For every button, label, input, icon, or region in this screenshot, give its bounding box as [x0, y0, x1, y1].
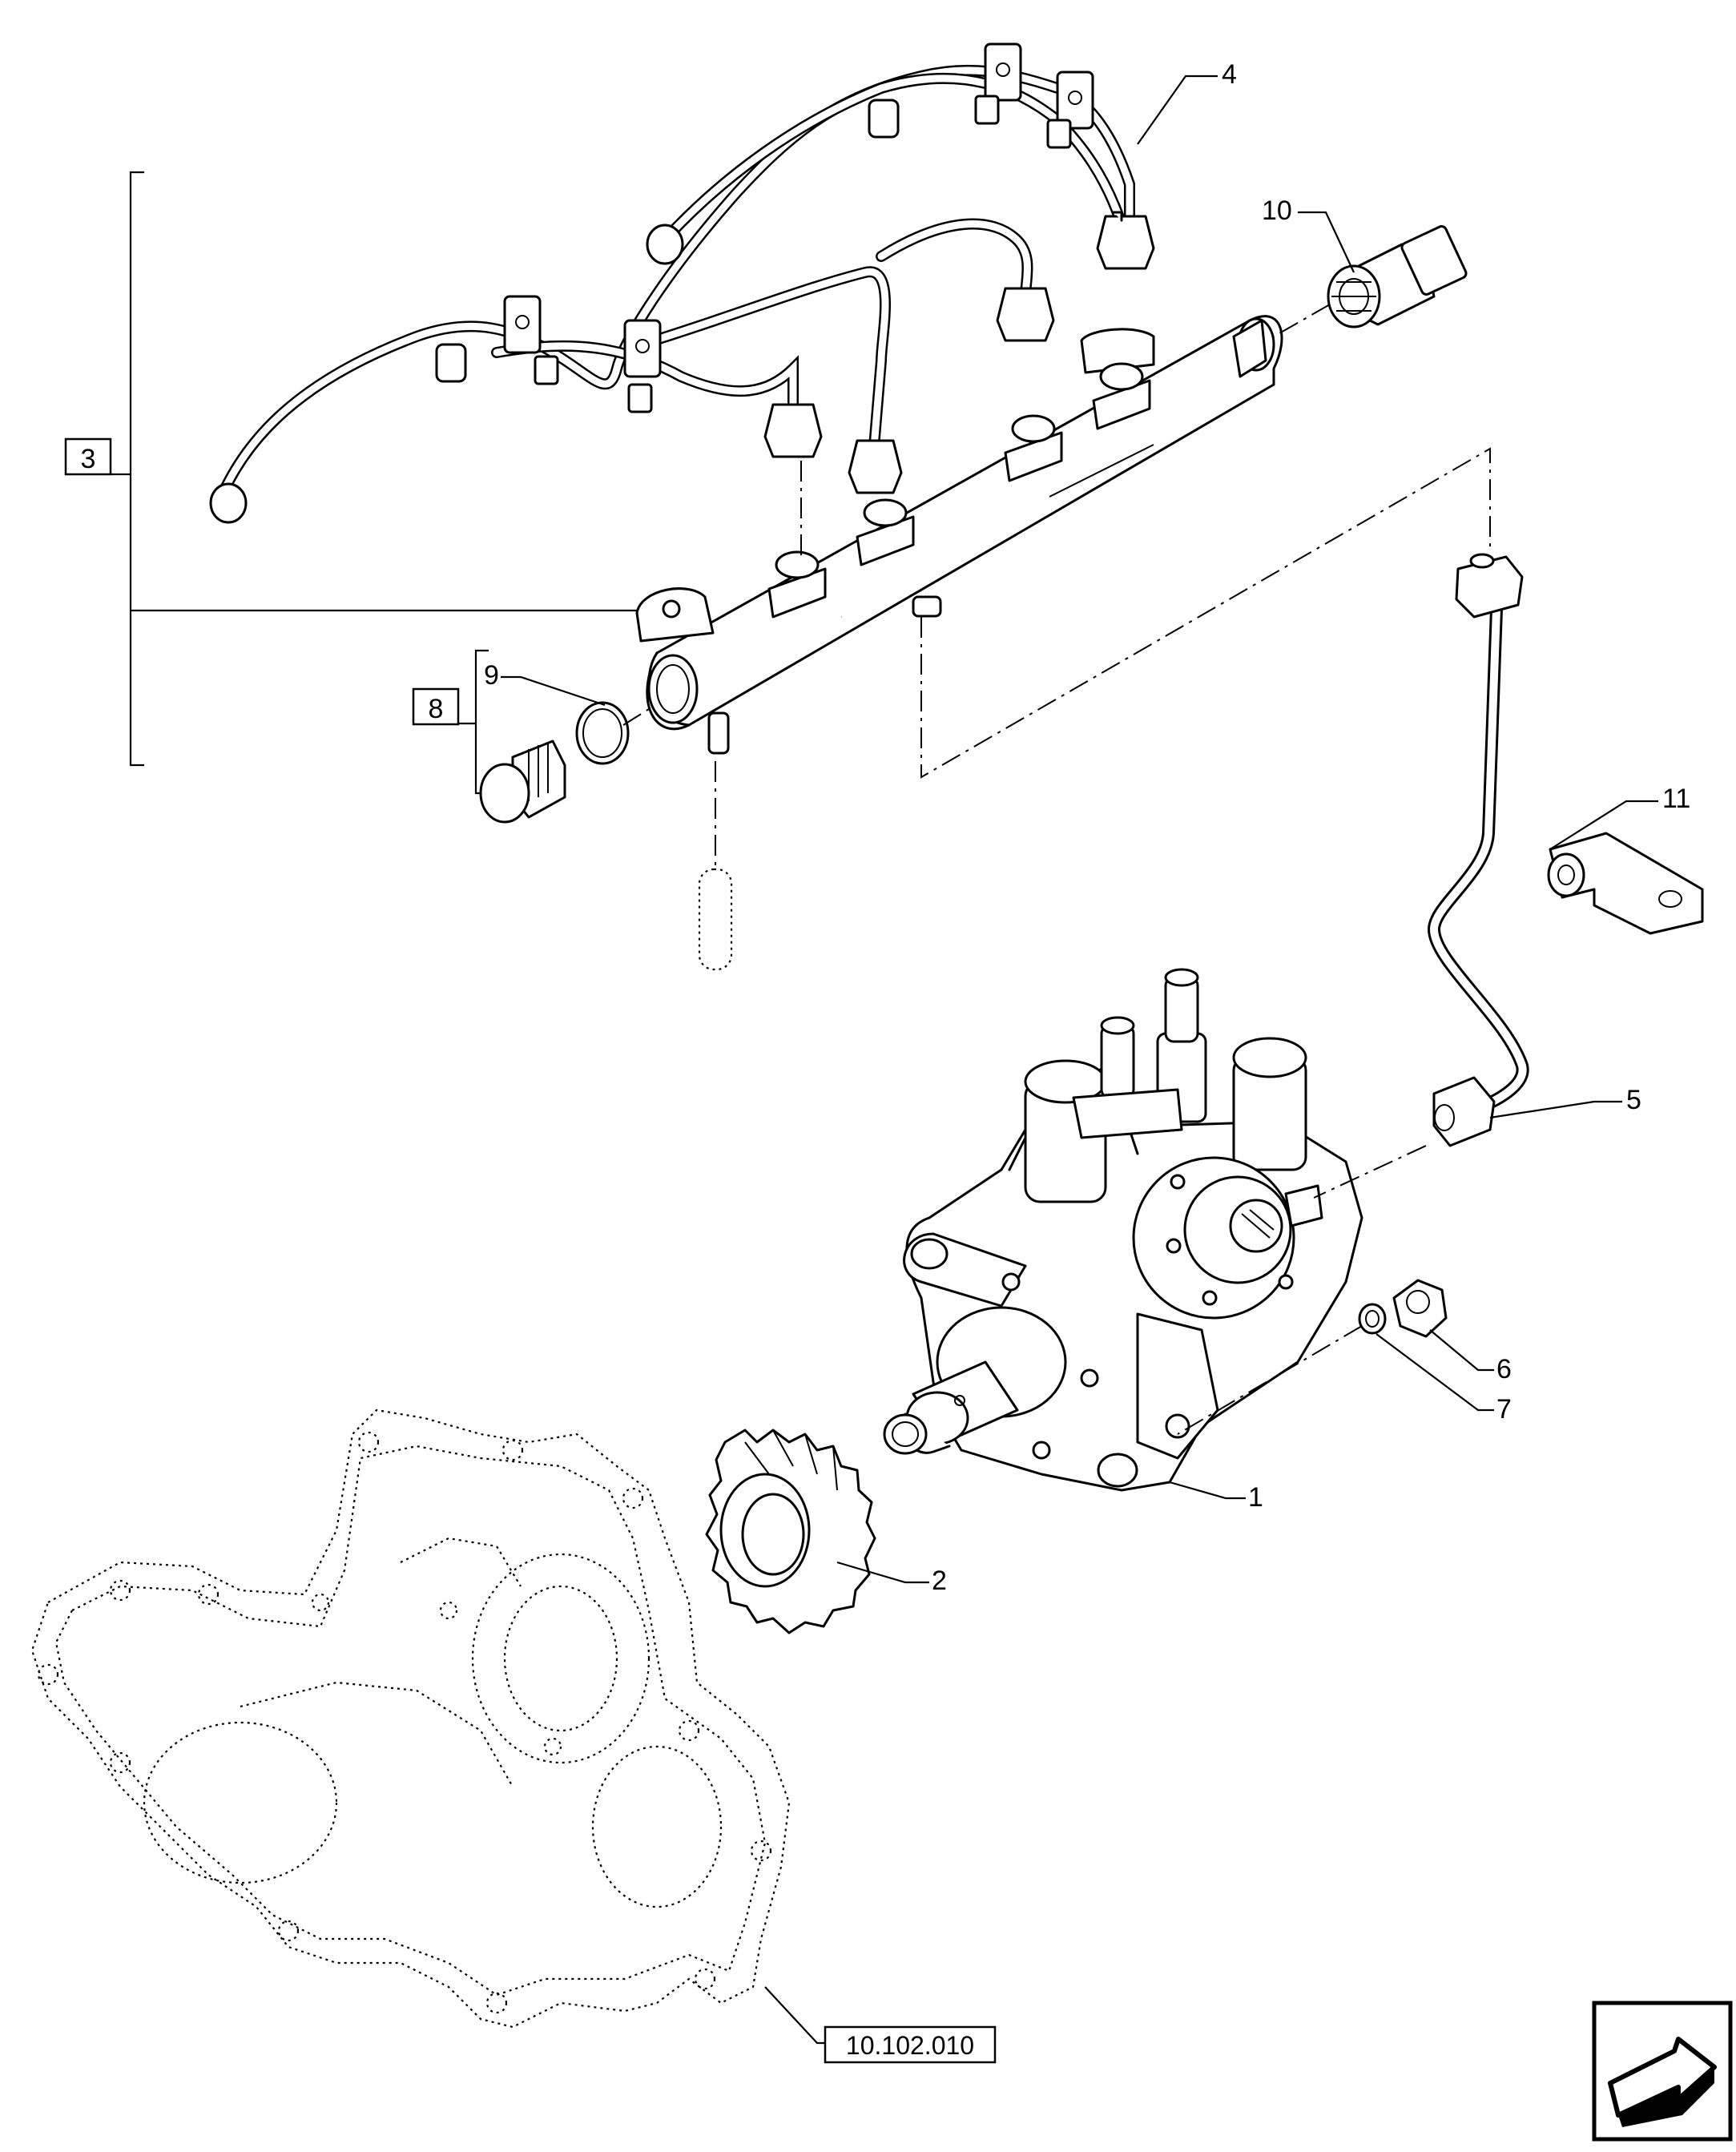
callout-box-3: 3 [64, 437, 112, 476]
reference-label: 10.102.010 [846, 2031, 974, 2060]
callout-10: 10 [1262, 195, 1292, 226]
callout-5: 5 [1626, 1085, 1641, 1115]
callout-9: 9 [484, 660, 499, 691]
dowel-pin [698, 868, 733, 971]
rail-pressure-sensor [1327, 225, 1468, 328]
callout-box-8: 8 [412, 687, 460, 726]
high-pressure-pipe [1427, 553, 1529, 1147]
assembly-centerlines [622, 304, 1491, 1435]
callout-8: 8 [429, 694, 444, 724]
reference-box[interactable]: 10.102.010 [824, 2025, 997, 2064]
callout-6: 6 [1496, 1354, 1512, 1384]
callout-7: 7 [1496, 1394, 1512, 1425]
callout-1: 1 [1248, 1482, 1263, 1513]
high-pressure-pump [883, 968, 1363, 1492]
injector-pipes [209, 42, 1155, 524]
callout-2: 2 [932, 1566, 947, 1596]
group-bracket-3 [111, 171, 641, 767]
plug-screw [479, 739, 566, 824]
o-ring [575, 701, 630, 765]
arrow-next-page-icon[interactable] [1592, 2001, 1733, 2142]
leader-lines [501, 75, 1658, 2045]
washer [1358, 1303, 1387, 1335]
callout-3: 3 [81, 444, 96, 474]
nut [1392, 1279, 1448, 1338]
timing-case-reference-outline [30, 1408, 791, 2029]
common-rail [635, 315, 1283, 755]
pipe-bracket [1547, 832, 1704, 935]
drive-gear [705, 1429, 876, 1634]
callout-4: 4 [1222, 59, 1237, 90]
callout-11: 11 [1662, 784, 1690, 814]
